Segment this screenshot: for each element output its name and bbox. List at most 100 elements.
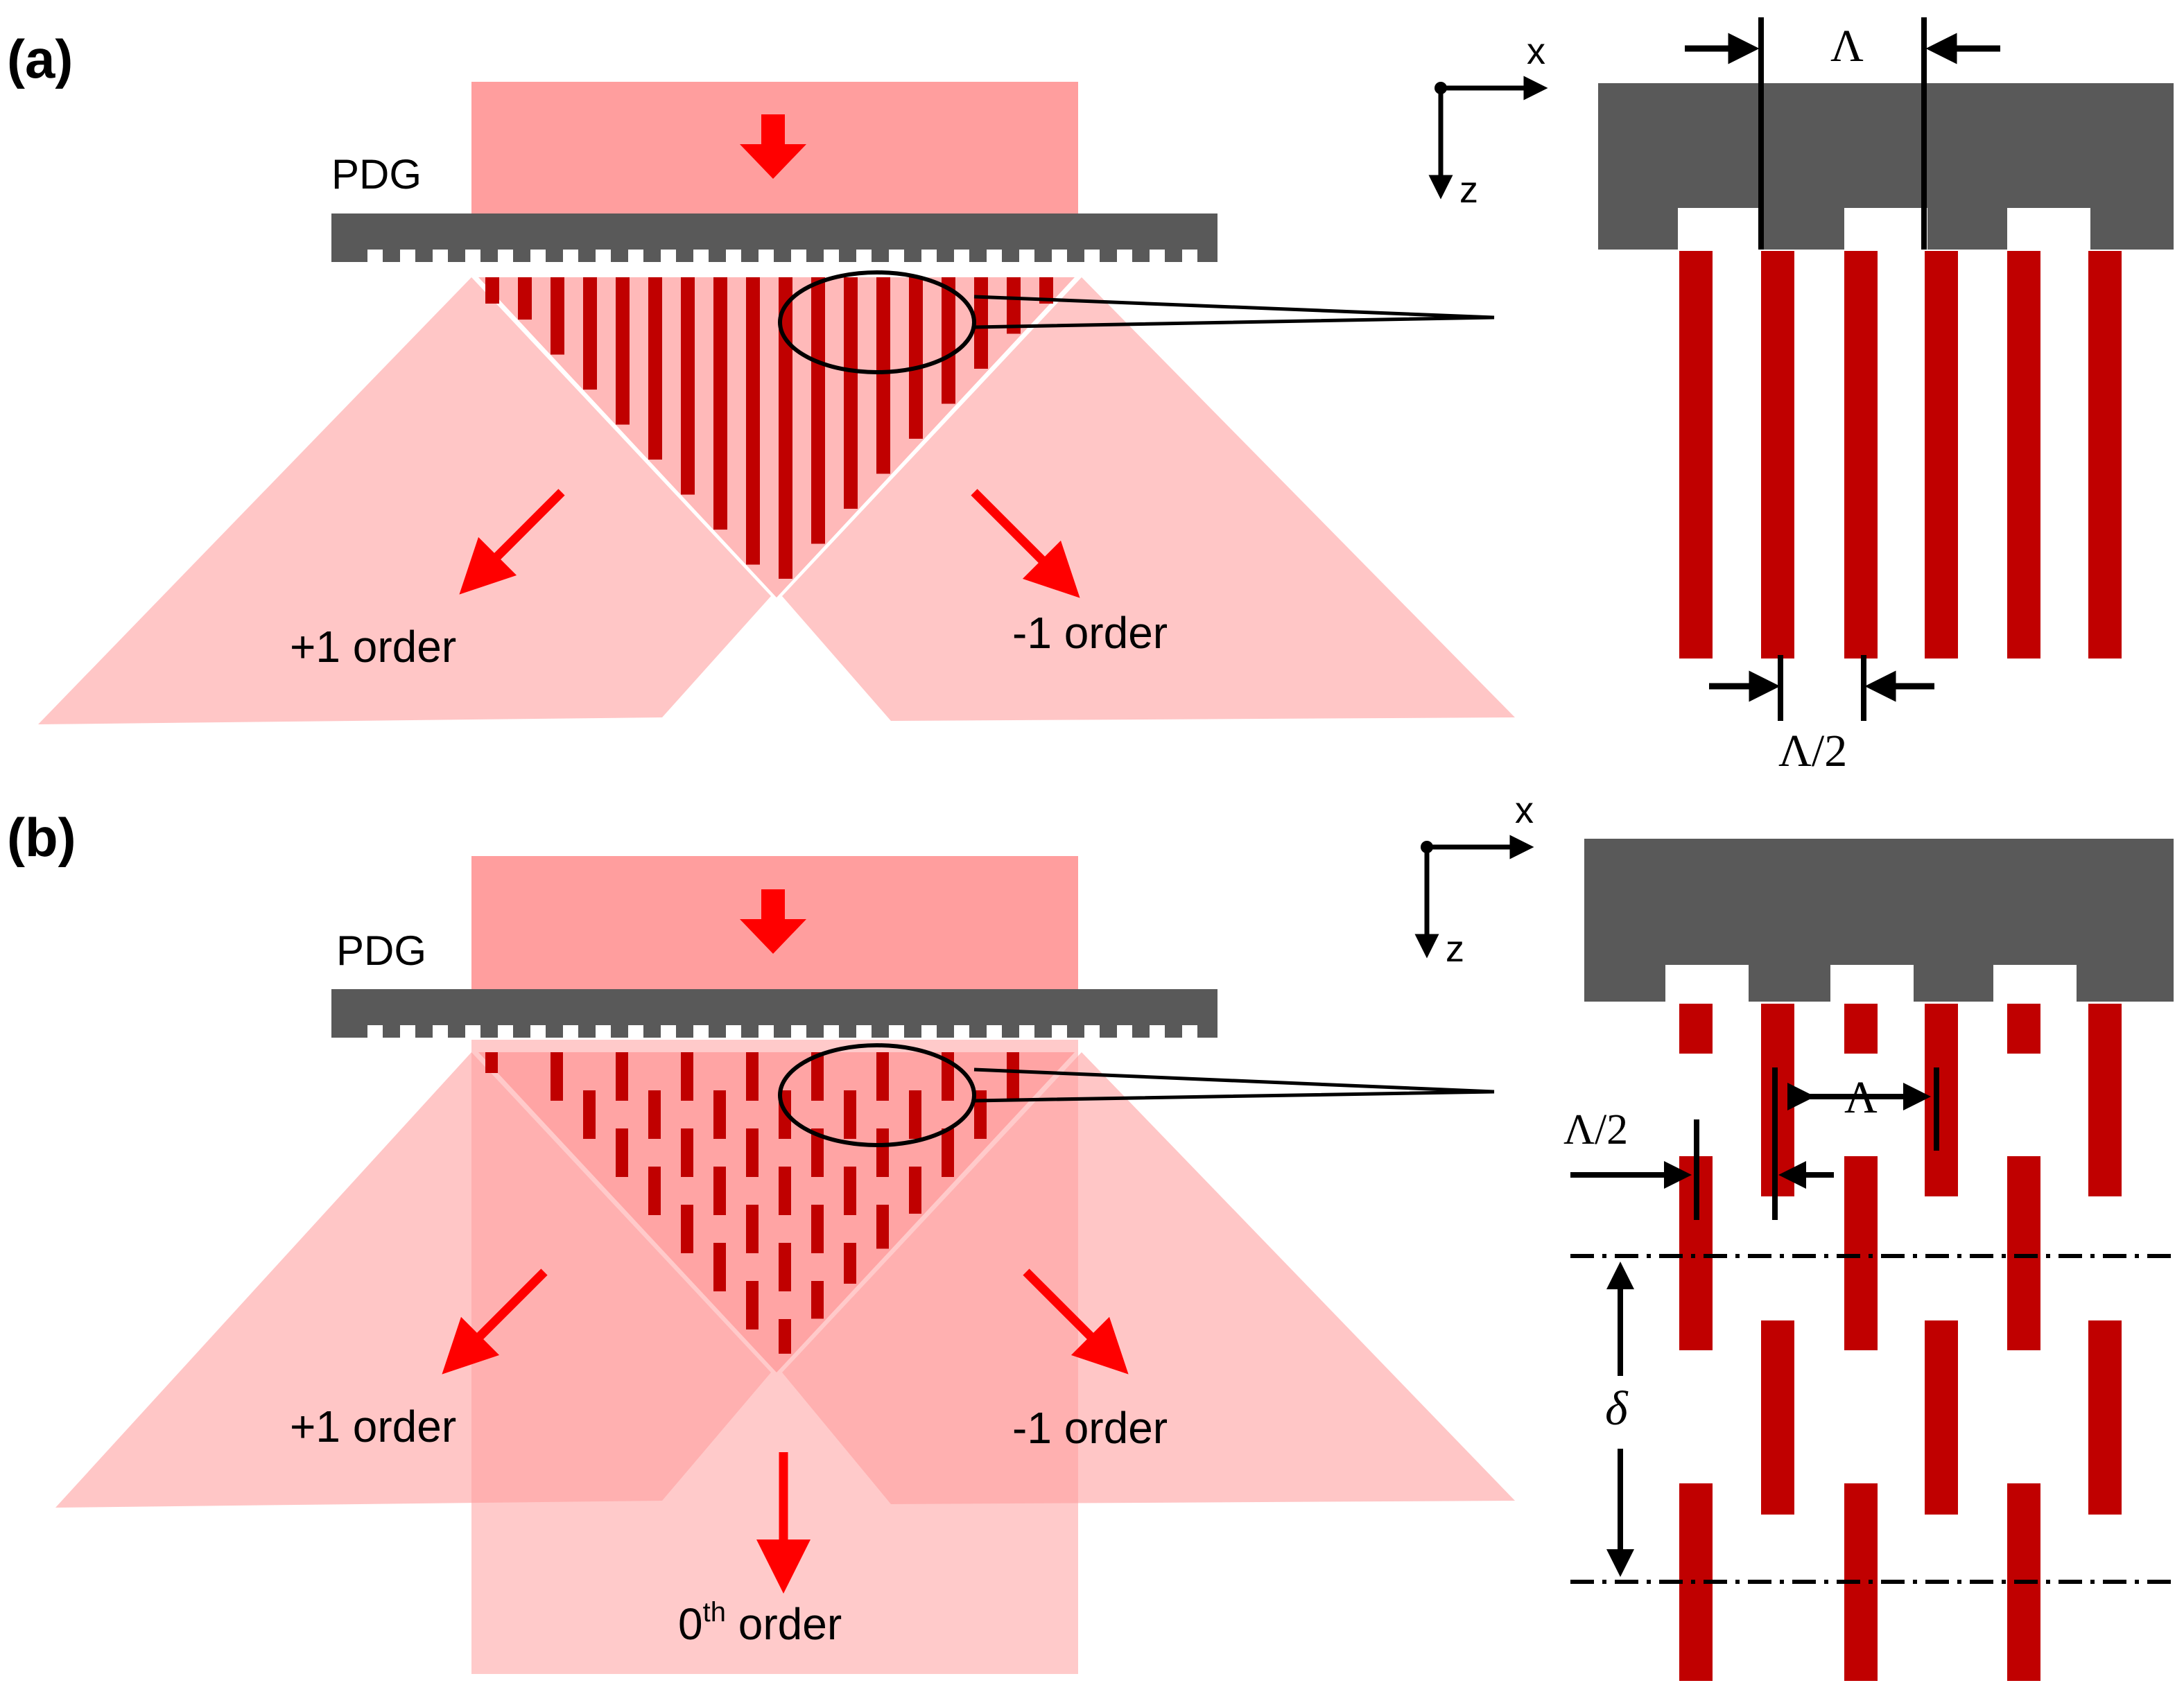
fringe-bar [2088, 251, 2122, 659]
grating-groove [1117, 1025, 1132, 1038]
grating-groove [563, 1025, 578, 1038]
plus1-order-beam [38, 277, 771, 724]
fringe-segment [746, 1281, 759, 1329]
fringe-segment [746, 1052, 759, 1101]
x-axis-label: x [1527, 30, 1545, 72]
fringe-segment [876, 1205, 889, 1249]
zoom-callout-line [973, 1067, 1495, 1103]
z-axis-label: z [1446, 928, 1464, 970]
fringe-segment [876, 1128, 889, 1177]
minus1-order-beam [782, 277, 1515, 721]
plus1-order-label: +1 order [290, 1402, 456, 1451]
grating-groove [1019, 1025, 1034, 1038]
minus1-order-label: -1 order [1012, 1403, 1168, 1453]
fringe-segment [779, 1319, 791, 1354]
grating-groove [661, 250, 676, 262]
axes-b: x z [1414, 790, 1534, 970]
fringe-segment [811, 1281, 824, 1319]
plus1-order-label: +1 order [290, 622, 456, 672]
grating-groove [1830, 965, 1914, 1003]
period-label: Λ [1830, 21, 1864, 71]
fringe-segment [681, 1052, 693, 1101]
fringe-segment [713, 1090, 726, 1139]
fringe-segment [2088, 1004, 2122, 1196]
grating-groove [1084, 250, 1100, 262]
period-label: Λ [1844, 1072, 1878, 1123]
grating-groove [987, 1025, 1002, 1038]
fringe-segment [2088, 1320, 2122, 1515]
fringe-bar [909, 277, 923, 439]
grating-groove [954, 1025, 969, 1038]
minus1-order-arrow-icon [1023, 1268, 1129, 1375]
fringe-segment [746, 1128, 759, 1177]
fringe-segment [811, 1052, 824, 1101]
fringe-segment [844, 1243, 856, 1284]
fringe-bar [583, 277, 597, 390]
grating-groove [400, 250, 415, 262]
fringe-bar [746, 277, 760, 565]
grating-groove [693, 250, 709, 262]
grating-groove [563, 250, 578, 262]
zoom-detail-b: Λ Λ/2 δ [1563, 839, 2177, 1681]
grating-groove [856, 1025, 872, 1038]
fringe-segment [681, 1128, 693, 1177]
grating-groove [596, 1025, 611, 1038]
grating-groove [824, 250, 839, 262]
grating-groove [1019, 250, 1034, 262]
fringe-bar [616, 277, 630, 425]
incident-arrow-icon [740, 889, 806, 954]
fringe-segment [909, 1167, 921, 1214]
fringe-bar [1007, 277, 1021, 334]
grating-groove [726, 250, 741, 262]
panel-a: (a) PDG +1 order -1 order x z [7, 17, 2174, 776]
fringe-segment [844, 1167, 856, 1215]
grating-groove [498, 250, 513, 262]
pdg-grating [331, 213, 1217, 262]
fringe-bar [1039, 277, 1053, 304]
grating-groove [856, 250, 872, 262]
grating-groove [1993, 965, 2077, 1003]
grating-groove [759, 1025, 774, 1038]
grating-groove [1844, 208, 1927, 251]
fringe-segment [616, 1128, 628, 1177]
fringe-segment [1844, 1004, 1878, 1054]
x-axis-label: x [1515, 790, 1534, 831]
fringe-bar [779, 277, 792, 579]
grating-groove [921, 250, 937, 262]
fringe-segment [1007, 1052, 1019, 1101]
fringe-segment [648, 1167, 661, 1215]
grating-groove [759, 250, 774, 262]
grating-groove [889, 250, 904, 262]
fringe-bar [648, 277, 662, 460]
fringe-segment [1925, 1004, 1958, 1196]
zeroth-order-label: 0th order [678, 1597, 842, 1649]
axes-a: x z [1428, 30, 1548, 211]
fringe-segment [811, 1205, 824, 1253]
grating-groove [791, 1025, 806, 1038]
fringe-bar [518, 277, 532, 320]
grating-groove [400, 1025, 415, 1038]
fringe-bar [974, 277, 988, 369]
grating-groove [1678, 208, 1761, 251]
zoom-ellipse [778, 270, 976, 374]
fringe-bar [2007, 251, 2040, 659]
grating-groove [661, 1025, 676, 1038]
fringe-segment [616, 1052, 628, 1101]
incident-arrow-icon [740, 114, 806, 179]
grating-groove [693, 1025, 709, 1038]
delta-label: δ [1605, 1382, 1629, 1436]
fringe-bar [1925, 251, 1958, 659]
fringe-segment [681, 1205, 693, 1253]
grating-groove [2007, 208, 2090, 251]
grating-groove [1084, 1025, 1100, 1038]
zoom-detail-a: Λ Λ/2 [1598, 17, 2174, 776]
grating-groove [530, 250, 546, 262]
fringe-bar [1761, 251, 1794, 659]
fringe-bar [551, 277, 564, 355]
fringe-segment [2007, 1156, 2040, 1350]
fringe-segment [1925, 1320, 1958, 1515]
fringe-segment [713, 1243, 726, 1291]
grating-groove [1150, 1025, 1165, 1038]
grating-groove [465, 1025, 480, 1038]
